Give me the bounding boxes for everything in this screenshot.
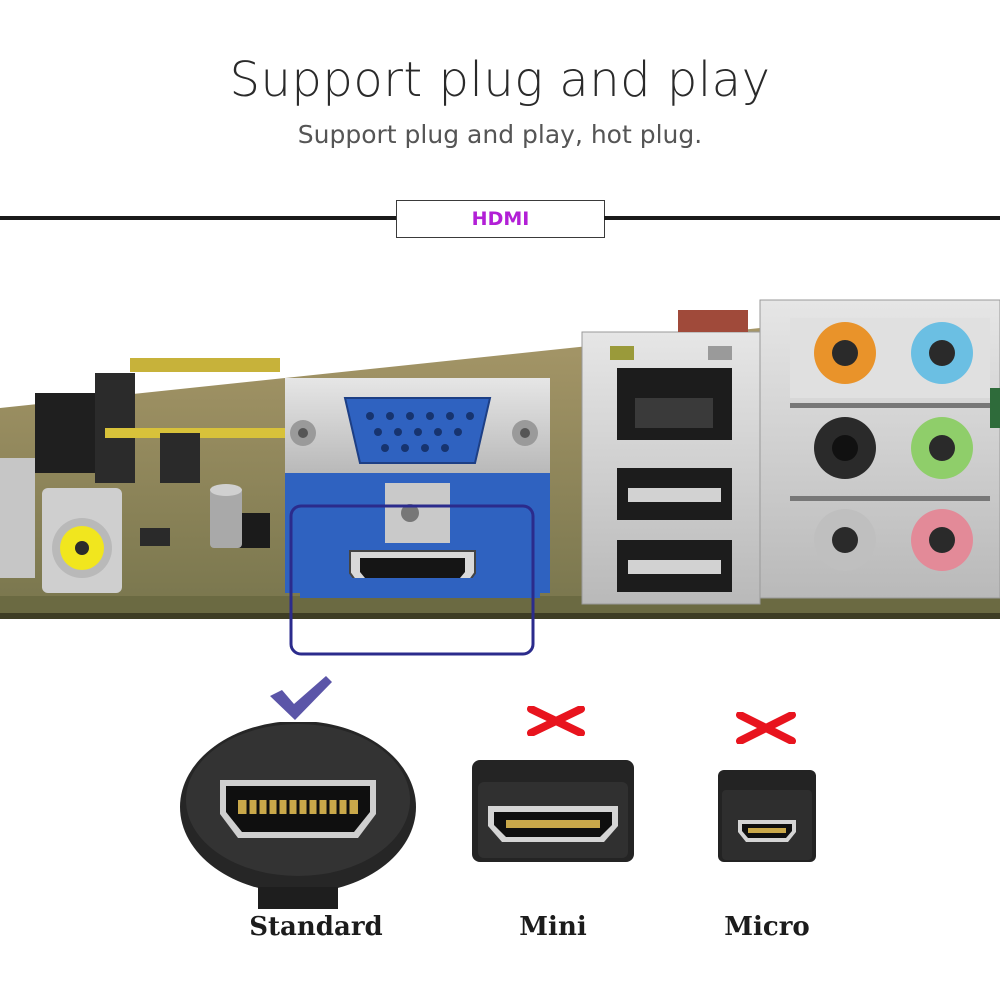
cross-icon (736, 712, 796, 744)
connector-label-micro: Micro (724, 912, 810, 942)
standard-hdmi-plug (180, 722, 416, 909)
page-title: Support plug and play (229, 52, 771, 108)
divider-right (604, 216, 1000, 220)
cross-icon (527, 706, 585, 736)
section-tag-label: HDMI (471, 208, 530, 230)
page-subtitle: Support plug and play, hot plug. (297, 120, 703, 149)
mini-hdmi-plug (472, 760, 634, 862)
micro-hdmi-plug (718, 770, 816, 862)
motherboard-io-photo (0, 258, 1000, 658)
connector-label-standard: Standard (249, 912, 383, 942)
connector-label-mini: Mini (519, 912, 587, 942)
check-icon (270, 676, 332, 720)
divider-left (0, 216, 397, 220)
section-tag: HDMI (396, 200, 605, 238)
